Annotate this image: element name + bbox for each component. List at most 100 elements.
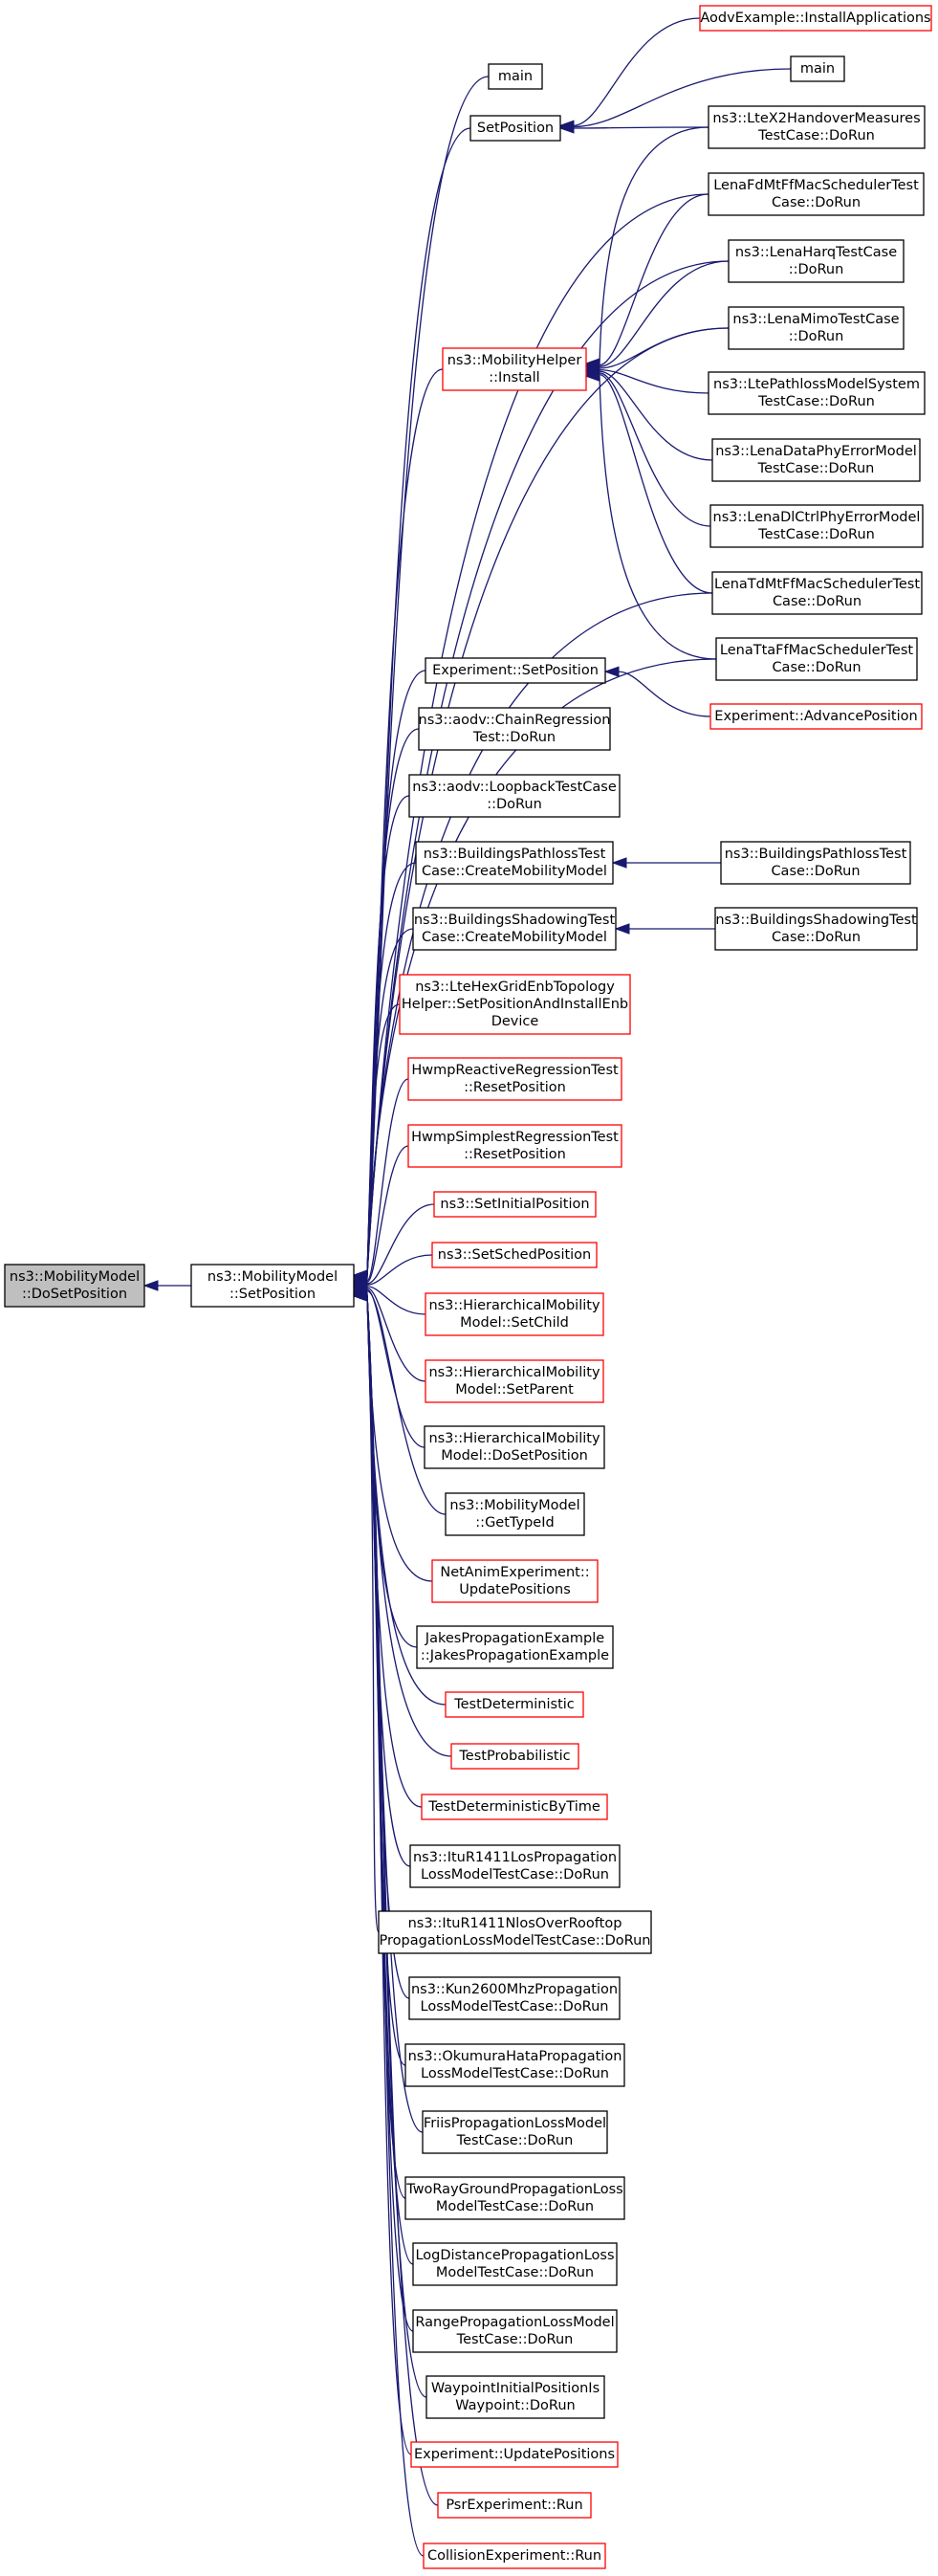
node-kun[interactable]: ns3::Kun2600MhzPropagationLossModelTestC… xyxy=(408,1976,621,2020)
node-box xyxy=(415,841,614,885)
node-label: ::Install xyxy=(489,370,539,385)
node-setpos[interactable]: ns3::MobilityModel::SetPosition xyxy=(190,1264,355,1308)
node-hwmpsimplest[interactable]: HwmpSimplestRegressionTest::ResetPositio… xyxy=(407,1124,622,1168)
edge-lenatdmt-to-mobhelper xyxy=(584,368,713,594)
node-box xyxy=(699,5,932,32)
edge-hierdoset-to-setpos xyxy=(352,1284,425,1448)
node-setsched[interactable]: ns3::SetSchedPosition xyxy=(431,1242,598,1268)
node-box xyxy=(437,2492,592,2519)
edge-bldpathcreate-to-setpos xyxy=(352,862,417,1282)
node-expadvance[interactable]: Experiment::AdvancePosition xyxy=(709,703,923,730)
node-label: UpdatePositions xyxy=(459,1582,571,1597)
node-box xyxy=(445,1691,584,1718)
edge-setpos-to-doset xyxy=(142,1280,191,1291)
node-label: Case::CreateMobilityModel xyxy=(422,930,607,945)
node-label: Experiment::UpdatePositions xyxy=(414,2447,615,2462)
node-label: ns3::BuildingsShadowingTest xyxy=(715,913,917,928)
node-box xyxy=(407,1057,622,1101)
edge-line xyxy=(366,658,717,1276)
edge-lenamimo-to-mobhelper xyxy=(584,327,730,374)
edge-lenafdmt-to-mobhelper xyxy=(584,193,709,371)
edge-netanim-to-setpos xyxy=(352,1287,433,1582)
edge-lenatta-to-setpos xyxy=(352,658,717,1281)
node-bldpathcreate[interactable]: ns3::BuildingsPathlossTestCase::CreateMo… xyxy=(415,841,614,885)
node-bldshadcreate[interactable]: ns3::BuildingsShadowingTestCase::CreateM… xyxy=(412,907,617,951)
node-ltepathloss[interactable]: ns3::LtePathlossModelSystemTestCase::DoR… xyxy=(708,371,926,415)
node-box xyxy=(423,2543,606,2569)
node-label: TestCase::DoRun xyxy=(757,128,875,143)
node-testprob[interactable]: TestProbabilistic xyxy=(450,1743,579,1770)
node-box xyxy=(728,239,905,283)
node-main1[interactable]: main xyxy=(488,63,543,90)
nodes-layer: ns3::MobilityModel::DoSetPositionns3::Mo… xyxy=(4,5,932,2569)
node-hwmpreactive[interactable]: HwmpReactiveRegressionTest::ResetPositio… xyxy=(407,1057,622,1101)
node-label: ::DoRun xyxy=(789,329,844,344)
node-label: ns3::HierarchicalMobility xyxy=(428,1298,600,1313)
node-logdist[interactable]: LogDistancePropagationLossModelTestCase:… xyxy=(412,2242,618,2286)
node-label: TestProbabilistic xyxy=(458,1749,570,1764)
edge-line xyxy=(366,1145,409,1284)
node-gettypeid[interactable]: ns3::MobilityModel::GetTypeId xyxy=(445,1492,585,1536)
node-lenaharq[interactable]: ns3::LenaHarqTestCase::DoRun xyxy=(728,239,905,283)
node-expupdate[interactable]: Experiment::UpdatePositions xyxy=(410,2441,619,2468)
edge-line xyxy=(599,260,730,367)
node-itulos[interactable]: ns3::ItuR1411LosPropagationLossModelTest… xyxy=(409,1844,621,1888)
node-lenadlctrl[interactable]: ns3::LenaDlCtrlPhyErrorModelTestCase::Do… xyxy=(709,504,924,548)
node-tworay[interactable]: TwoRayGroundPropagationLossModelTestCase… xyxy=(404,2176,625,2220)
node-psrrun[interactable]: PsrExperiment::Run xyxy=(437,2492,592,2519)
node-collrun[interactable]: CollisionExperiment::Run xyxy=(423,2543,606,2569)
node-box xyxy=(431,1559,599,1603)
node-label: ns3::LteHexGridEnbTopology xyxy=(415,980,615,995)
node-expsetpos[interactable]: Experiment::SetPosition xyxy=(425,657,606,684)
node-label: ns3::ItuR1411NlosOverRooftop xyxy=(408,1916,622,1931)
node-itunlos[interactable]: ns3::ItuR1411NlosOverRooftopPropagationL… xyxy=(378,1910,652,1954)
node-box xyxy=(412,2309,618,2353)
node-netanim[interactable]: NetAnimExperiment::UpdatePositions xyxy=(431,1559,599,1603)
node-lenadataphy[interactable]: ns3::LenaDataPhyErrorModelTestCase::DoRu… xyxy=(711,438,921,482)
node-aodvloop[interactable]: ns3::aodv::LoopbackTestCase::DoRun xyxy=(408,774,621,818)
node-label: ns3::HierarchicalMobility xyxy=(428,1431,600,1446)
edge-bldshadrun-to-bldshadcreate xyxy=(614,923,716,935)
node-label: ns3::aodv::ChainRegression xyxy=(419,713,611,728)
node-ltehexgrid[interactable]: ns3::LteHexGridEnbTopologyHelper::SetPos… xyxy=(399,974,631,1035)
node-box xyxy=(409,1844,621,1888)
node-label: LenaTdMtFfMacSchedulerTest xyxy=(714,577,920,592)
node-label: WaypointInitialPositionIs xyxy=(431,2381,600,2396)
edge-arrowhead xyxy=(603,666,620,677)
node-label: ns3::Kun2600MhzPropagation xyxy=(411,1982,618,1997)
node-testdetbytime[interactable]: TestDeterministicByTime xyxy=(421,1794,608,1820)
node-okumura[interactable]: ns3::OkumuraHataPropagationLossModelTest… xyxy=(404,2043,625,2087)
node-hierdoset[interactable]: ns3::HierarchicalMobilityModel::DoSetPos… xyxy=(424,1425,605,1469)
node-box xyxy=(412,2242,618,2286)
node-testdet[interactable]: TestDeterministic xyxy=(445,1691,584,1718)
node-box xyxy=(408,1976,621,2020)
node-mobhelper[interactable]: ns3::MobilityHelper::Install xyxy=(442,347,587,391)
node-lenamimo[interactable]: ns3::LenaMimoTestCase::DoRun xyxy=(728,306,905,350)
node-main2[interactable]: main xyxy=(790,55,845,82)
node-setposition[interactable]: SetPosition xyxy=(469,115,561,142)
node-setinitial[interactable]: ns3::SetInitialPosition xyxy=(433,1191,597,1218)
node-box xyxy=(488,63,543,90)
node-ltex2[interactable]: ns3::LteX2HandoverMeasuresTestCase::DoRu… xyxy=(708,105,926,149)
edge-line xyxy=(366,1290,447,1515)
node-label: Device xyxy=(491,1014,539,1029)
edge-setposition-to-setpos xyxy=(352,127,471,1281)
node-label: ns3::MobilityModel xyxy=(449,1498,579,1513)
node-jakes[interactable]: JakesPropagationExample::JakesPropagatio… xyxy=(416,1625,614,1669)
node-box xyxy=(425,2375,605,2419)
edge-line xyxy=(599,370,713,461)
node-label: Experiment::SetPosition xyxy=(432,663,599,678)
node-hiersetparent[interactable]: ns3::HierarchicalMobilityModel::SetParen… xyxy=(425,1359,604,1403)
node-label: Case::CreateMobilityModel xyxy=(422,864,607,879)
node-aodvinst[interactable]: AodvExample::InstallApplications xyxy=(699,5,932,32)
